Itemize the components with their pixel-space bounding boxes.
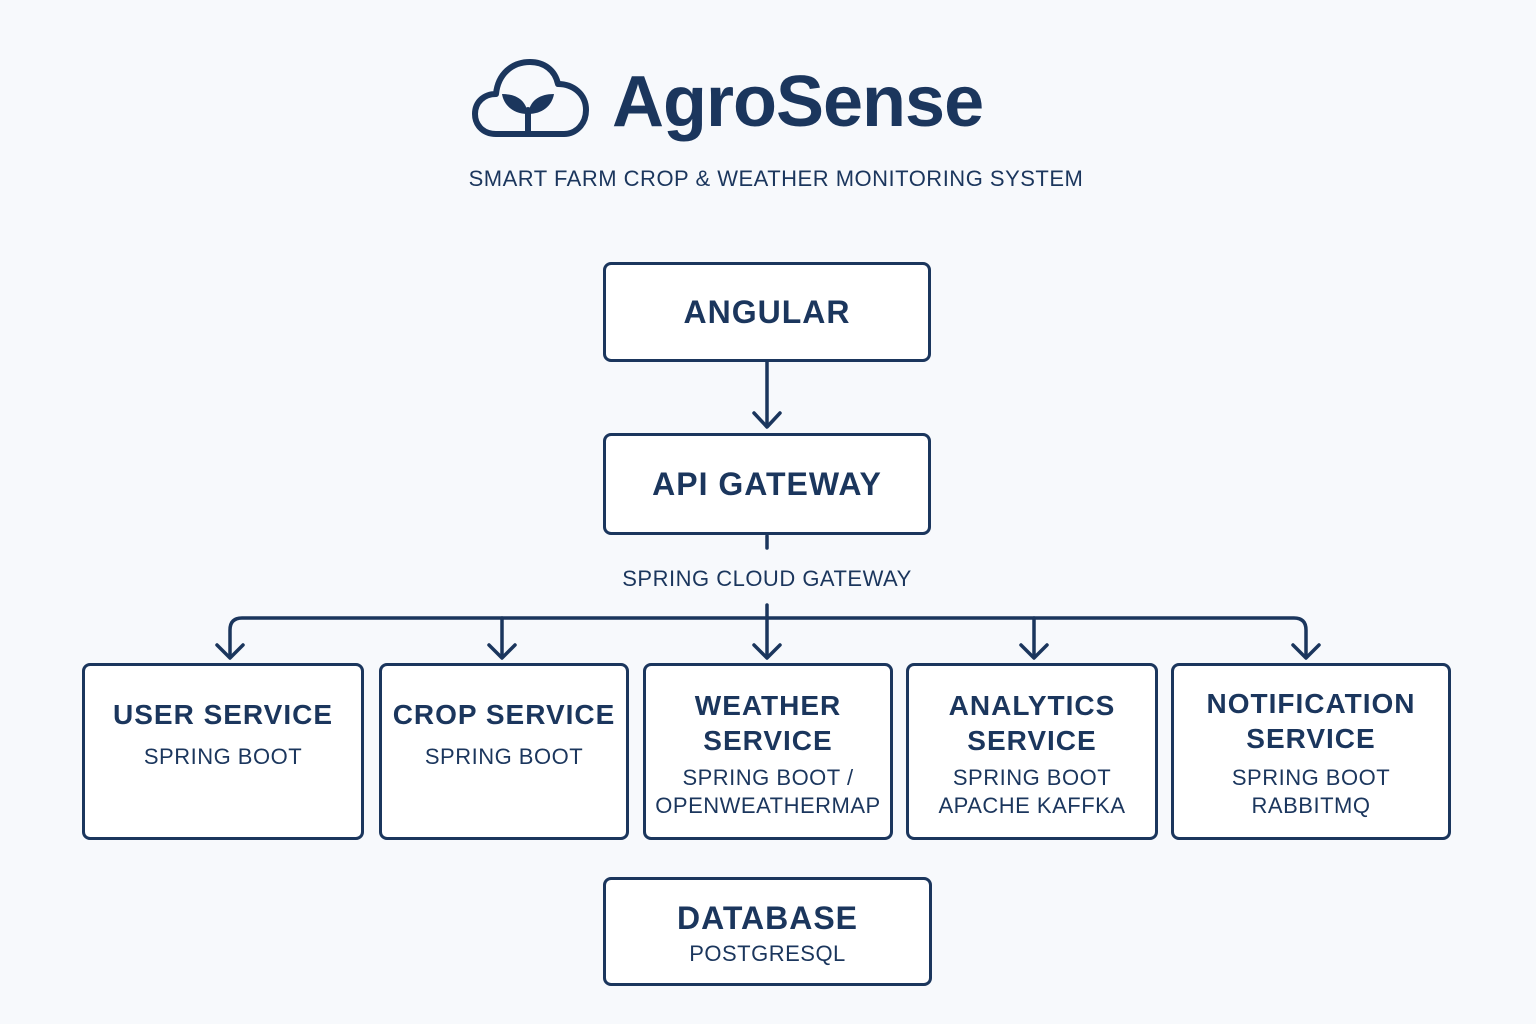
cloud-sprout-icon — [472, 59, 589, 137]
api-gateway-title: API GATEWAY — [652, 466, 882, 502]
tagline: SMART FARM CROP & WEATHER MONITORING SYS… — [468, 166, 1084, 191]
database-title: DATABASE — [676, 900, 859, 936]
service-tech: SPRING BOOT — [424, 744, 584, 769]
crop-service-box: CROP SERVICE SPRING BOOT — [379, 663, 629, 840]
service-bus — [228, 616, 1308, 658]
weather-service-box: WEATHER SERVICE SPRING BOOT / OPENWEATHE… — [643, 663, 893, 840]
angular-box: ANGULAR — [603, 262, 931, 362]
gateway-tech-label: SPRING CLOUD GATEWAY — [567, 565, 967, 593]
service-tech: SPRING BOOT — [143, 744, 303, 769]
service-tech: SPRING BOOT APACHE KAFFKA — [938, 765, 1126, 818]
arrow-to-user-service — [215, 643, 245, 660]
brand-title: AgroSense — [612, 62, 984, 142]
database-tech: POSTGRESQL — [689, 941, 846, 966]
api-gateway-box: API GATEWAY — [603, 433, 931, 535]
service-title: USER SERVICE — [113, 699, 333, 730]
database-box: DATABASE POSTGRESQL — [603, 877, 932, 986]
arrow-to-weather-service — [752, 643, 782, 660]
service-title: NOTIFICATION SERVICE — [1206, 688, 1416, 754]
service-title: WEATHER SERVICE — [694, 690, 842, 756]
arrow-to-crop-service — [487, 643, 517, 660]
user-service-box: USER SERVICE SPRING BOOT — [82, 663, 364, 840]
service-tech: SPRING BOOT / OPENWEATHERMAP — [655, 765, 881, 818]
arrow-to-notification-service — [1291, 643, 1321, 660]
service-title: ANALYTICS SERVICE — [948, 690, 1116, 756]
notification-service-box: NOTIFICATION SERVICE SPRING BOOT RABBITM… — [1171, 663, 1451, 840]
service-tech: SPRING BOOT RABBITMQ — [1231, 765, 1391, 818]
angular-title: ANGULAR — [683, 294, 851, 330]
analytics-service-box: ANALYTICS SERVICE SPRING BOOT APACHE KAF… — [906, 663, 1158, 840]
arrow-to-analytics-service — [1019, 643, 1049, 660]
service-title: CROP SERVICE — [392, 699, 616, 730]
